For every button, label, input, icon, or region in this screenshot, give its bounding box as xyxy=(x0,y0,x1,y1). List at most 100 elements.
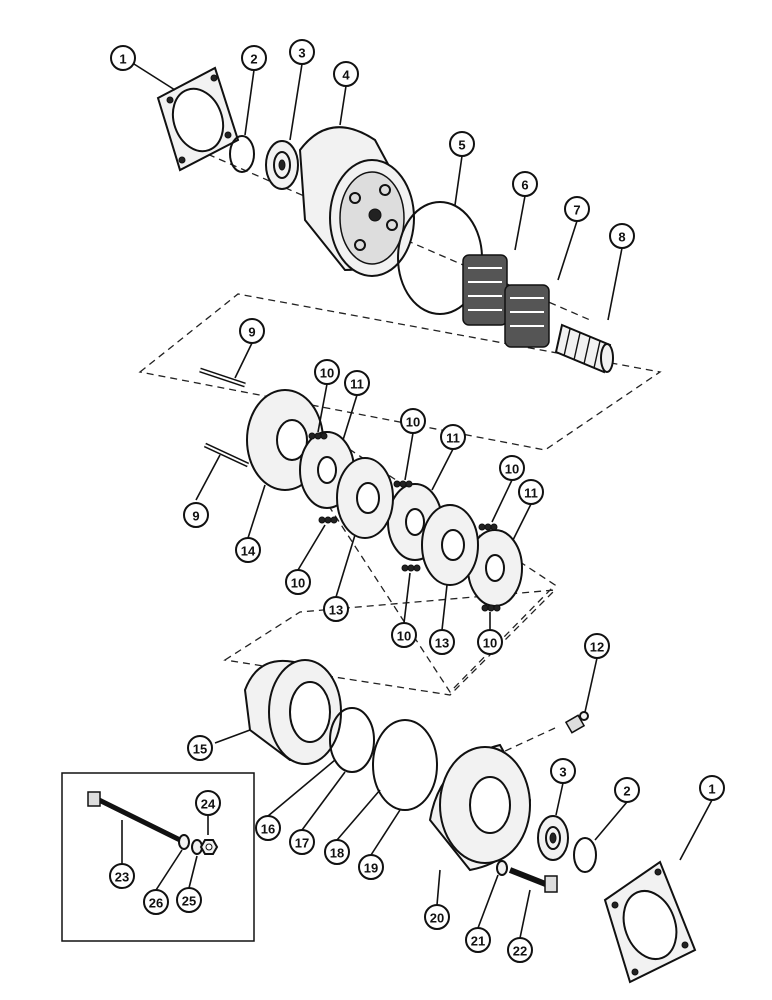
callout-2: 2 xyxy=(241,45,267,71)
callout-10: 10 xyxy=(400,408,426,434)
callout-24: 24 xyxy=(195,790,221,816)
callout-circle xyxy=(187,735,213,761)
callout-circle xyxy=(699,775,725,801)
callout-circle xyxy=(289,829,315,855)
callout-23: 23 xyxy=(109,863,135,889)
washer-26 xyxy=(178,834,190,850)
callout-circle xyxy=(289,39,315,65)
piston-housing-20 xyxy=(428,743,532,872)
callout-circle xyxy=(614,777,640,803)
callout-16: 16 xyxy=(255,815,281,841)
gasket-bottom xyxy=(603,860,697,984)
callout-11: 11 xyxy=(440,424,466,450)
callout-number: 5 xyxy=(458,138,465,153)
callout-14: 14 xyxy=(235,537,261,563)
separator-plate-13a xyxy=(336,457,394,539)
pin-lower xyxy=(203,442,250,468)
bolt-22 xyxy=(508,867,558,893)
callout-18: 18 xyxy=(324,839,350,865)
callout-1: 1 xyxy=(110,45,136,71)
callout-22: 22 xyxy=(507,937,533,963)
callout-circle xyxy=(285,569,311,595)
callout-11: 11 xyxy=(344,370,370,396)
callout-number: 21 xyxy=(471,934,485,949)
callout-number: 2 xyxy=(623,784,630,799)
callout-number: 10 xyxy=(397,629,411,644)
callout-13: 13 xyxy=(429,629,455,655)
callout-circle xyxy=(324,839,350,865)
callout-circle xyxy=(143,889,169,915)
callout-number: 24 xyxy=(201,797,216,812)
callout-number: 7 xyxy=(573,203,580,218)
callout-number: 11 xyxy=(446,431,460,446)
splined-shaft xyxy=(554,323,614,374)
callout-circle xyxy=(239,318,265,344)
washer-21 xyxy=(496,860,508,876)
callout-number: 16 xyxy=(261,822,275,837)
callout-number: 10 xyxy=(291,576,305,591)
callout-circle xyxy=(183,502,209,528)
callout-circle xyxy=(499,455,525,481)
callout-9: 9 xyxy=(239,318,265,344)
callout-2: 2 xyxy=(614,777,640,803)
callout-circle xyxy=(477,629,503,655)
spring-clusters-10 xyxy=(308,432,501,612)
callout-10: 10 xyxy=(477,629,503,655)
callout-number: 10 xyxy=(320,366,334,381)
callout-number: 11 xyxy=(524,486,538,501)
callout-circle xyxy=(344,370,370,396)
callout-25: 25 xyxy=(176,887,202,913)
callout-10: 10 xyxy=(285,569,311,595)
callout-circle xyxy=(449,131,475,157)
callout-number: 6 xyxy=(521,178,528,193)
callout-circle xyxy=(241,45,267,71)
callout-20: 20 xyxy=(424,904,450,930)
snap-ring-top xyxy=(229,135,255,173)
callout-11: 11 xyxy=(518,479,544,505)
callout-number: 17 xyxy=(295,836,309,851)
callout-number: 11 xyxy=(350,377,364,392)
callout-4: 4 xyxy=(333,61,359,87)
callout-13: 13 xyxy=(323,596,349,622)
bearing-bottom xyxy=(537,815,569,861)
callout-number: 8 xyxy=(618,230,625,245)
callout-circle xyxy=(323,596,349,622)
bolt-23 xyxy=(87,791,182,843)
bearing-top xyxy=(265,140,299,190)
callout-number: 23 xyxy=(115,870,129,885)
callout-circle xyxy=(507,937,533,963)
callout-circle xyxy=(400,408,426,434)
callout-circle xyxy=(564,196,590,222)
callout-circle xyxy=(314,359,340,385)
callout-7: 7 xyxy=(564,196,590,222)
callout-circle xyxy=(550,758,576,784)
callout-circle xyxy=(255,815,281,841)
spring-pack-6 xyxy=(462,254,508,326)
callout-circle xyxy=(391,622,417,648)
gasket-top xyxy=(156,66,240,172)
callout-12: 12 xyxy=(584,633,610,659)
callout-circle xyxy=(235,537,261,563)
callout-number: 1 xyxy=(119,52,126,67)
callout-circle xyxy=(195,790,221,816)
callout-3: 3 xyxy=(550,758,576,784)
callout-10: 10 xyxy=(499,455,525,481)
spring-pack-7 xyxy=(504,284,550,348)
callout-circle xyxy=(440,424,466,450)
callout-circle xyxy=(424,904,450,930)
callout-number: 18 xyxy=(330,846,344,861)
grease-fitting-12 xyxy=(564,711,589,734)
callout-10: 10 xyxy=(391,622,417,648)
callout-6: 6 xyxy=(512,171,538,197)
assembly-dashed-box-lower xyxy=(223,589,557,696)
callout-circle xyxy=(358,854,384,880)
callout-number: 2 xyxy=(250,52,257,67)
callout-circle xyxy=(109,863,135,889)
callout-17: 17 xyxy=(289,829,315,855)
clutch-housing xyxy=(298,126,415,277)
callout-number: 14 xyxy=(241,544,256,559)
callout-number: 1 xyxy=(708,782,715,797)
piston-15 xyxy=(243,659,342,765)
separator-plate-13b xyxy=(421,504,479,586)
callout-5: 5 xyxy=(449,131,475,157)
